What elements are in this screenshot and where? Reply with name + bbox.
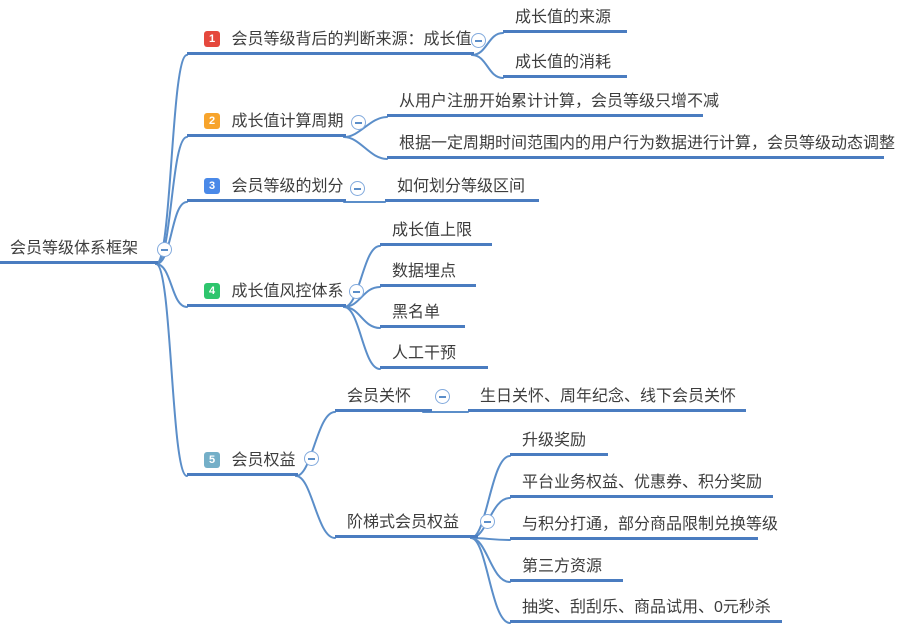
collapse-icon[interactable] (350, 181, 365, 196)
connector (295, 411, 336, 477)
collapse-icon[interactable] (157, 242, 172, 257)
topic-label: 人工干预 (392, 345, 457, 362)
priority-2-badge: 2 (204, 113, 220, 129)
topic-label: 从用户注册开始累计计算，会员等级只增不减 (399, 93, 720, 110)
priority-4-badge: 4 (204, 283, 220, 299)
root-topic-label: 会员等级体系框架 (10, 240, 139, 257)
topic-platform-benefits[interactable]: 平台业务权益、优惠券、积分奖励 (510, 473, 773, 498)
connector (155, 263, 188, 477)
topic-label: 平台业务权益、优惠券、积分奖励 (522, 474, 763, 491)
topic-growth-cap[interactable]: 成长值上限 (380, 221, 492, 246)
collapse-icon[interactable] (351, 115, 366, 130)
priority-3-badge: 3 (204, 178, 220, 194)
connector (470, 537, 511, 624)
minus-icon (475, 39, 482, 42)
topic-label: 第三方资源 (522, 558, 603, 575)
connector (470, 537, 511, 583)
minus-icon (484, 520, 491, 523)
topic-label: 会员关怀 (347, 388, 412, 405)
connector (343, 306, 381, 370)
minus-icon (354, 187, 361, 190)
topic-judgment-source[interactable]: 1 会员等级背后的判断来源：成长值 (187, 30, 474, 55)
topic-label: 会员等级的划分 (231, 178, 344, 195)
topic-care-details[interactable]: 生日关怀、周年纪念、线下会员关怀 (468, 387, 746, 412)
topic-member-care[interactable]: 会员关怀 (335, 387, 432, 412)
connector (155, 201, 188, 265)
topic-label: 黑名单 (392, 304, 441, 321)
topic-cumulative-calc[interactable]: 从用户注册开始累计计算，会员等级只增不减 (387, 92, 719, 117)
root-topic[interactable]: 会员等级体系框架 (0, 239, 158, 264)
topic-upgrade-reward[interactable]: 升级奖励 (510, 431, 608, 456)
topic-label: 升级奖励 (522, 432, 587, 449)
collapse-icon[interactable] (471, 33, 486, 48)
collapse-icon[interactable] (349, 284, 364, 299)
minus-icon (355, 121, 362, 124)
topic-level-division[interactable]: 3 会员等级的划分 (187, 177, 346, 202)
topic-label: 如何划分等级区间 (397, 178, 526, 195)
topic-blacklist[interactable]: 黑名单 (380, 303, 465, 328)
topic-label: 会员权益 (231, 452, 296, 469)
topic-points-link[interactable]: 与积分打通，部分商品限制兑换等级 (510, 515, 778, 540)
topic-label: 数据埋点 (392, 263, 457, 280)
collapse-icon[interactable] (304, 451, 319, 466)
connector (343, 245, 381, 308)
topic-label: 成长值的来源 (515, 9, 612, 26)
connector (471, 32, 504, 56)
topic-label: 成长值计算周期 (231, 113, 344, 130)
collapse-icon[interactable] (480, 514, 495, 529)
connector (343, 136, 388, 160)
topic-manual-intervention[interactable]: 人工干预 (380, 344, 488, 369)
topic-label: 抽奖、刮刮乐、商品试用、0元秒杀 (522, 599, 771, 616)
connector (471, 54, 504, 79)
topic-label: 成长值风控体系 (231, 283, 344, 300)
topic-label: 与积分打通，部分商品限制兑换等级 (522, 516, 779, 533)
topic-label: 阶梯式会员权益 (347, 514, 460, 531)
topic-growth-value-consumption[interactable]: 成长值的消耗 (503, 53, 627, 78)
minus-icon (353, 290, 360, 293)
connector (155, 263, 188, 308)
topic-lottery[interactable]: 抽奖、刮刮乐、商品试用、0元秒杀 (510, 598, 782, 623)
minus-icon (308, 457, 315, 460)
topic-periodic-calc[interactable]: 根据一定周期时间范围内的用户行为数据进行计算，会员等级动态调整 (387, 134, 895, 159)
topic-label: 会员等级背后的判断来源：成长值 (231, 31, 472, 48)
topic-tiered-benefits[interactable]: 阶梯式会员权益 (335, 513, 478, 538)
connector (155, 136, 188, 265)
topic-member-benefits[interactable]: 5 会员权益 (187, 451, 298, 476)
topic-growth-value-source[interactable]: 成长值的来源 (503, 8, 627, 33)
topic-risk-control[interactable]: 4 成长值风控体系 (187, 282, 346, 307)
topic-label: 成长值上限 (392, 222, 473, 239)
topic-how-to-divide[interactable]: 如何划分等级区间 (385, 177, 539, 202)
minus-icon (439, 395, 446, 398)
collapse-icon[interactable] (435, 389, 450, 404)
priority-5-badge: 5 (204, 452, 220, 468)
topic-calc-cycle[interactable]: 2 成长值计算周期 (187, 112, 346, 137)
minus-icon (161, 248, 168, 251)
connector (295, 475, 336, 539)
topic-third-party[interactable]: 第三方资源 (510, 557, 623, 582)
topic-label: 生日关怀、周年纪念、线下会员关怀 (480, 388, 737, 405)
topic-label: 根据一定周期时间范围内的用户行为数据进行计算，会员等级动态调整 (399, 135, 896, 152)
priority-1-badge: 1 (204, 31, 220, 47)
topic-label: 成长值的消耗 (515, 54, 612, 71)
topic-data-tracking[interactable]: 数据埋点 (380, 262, 476, 287)
